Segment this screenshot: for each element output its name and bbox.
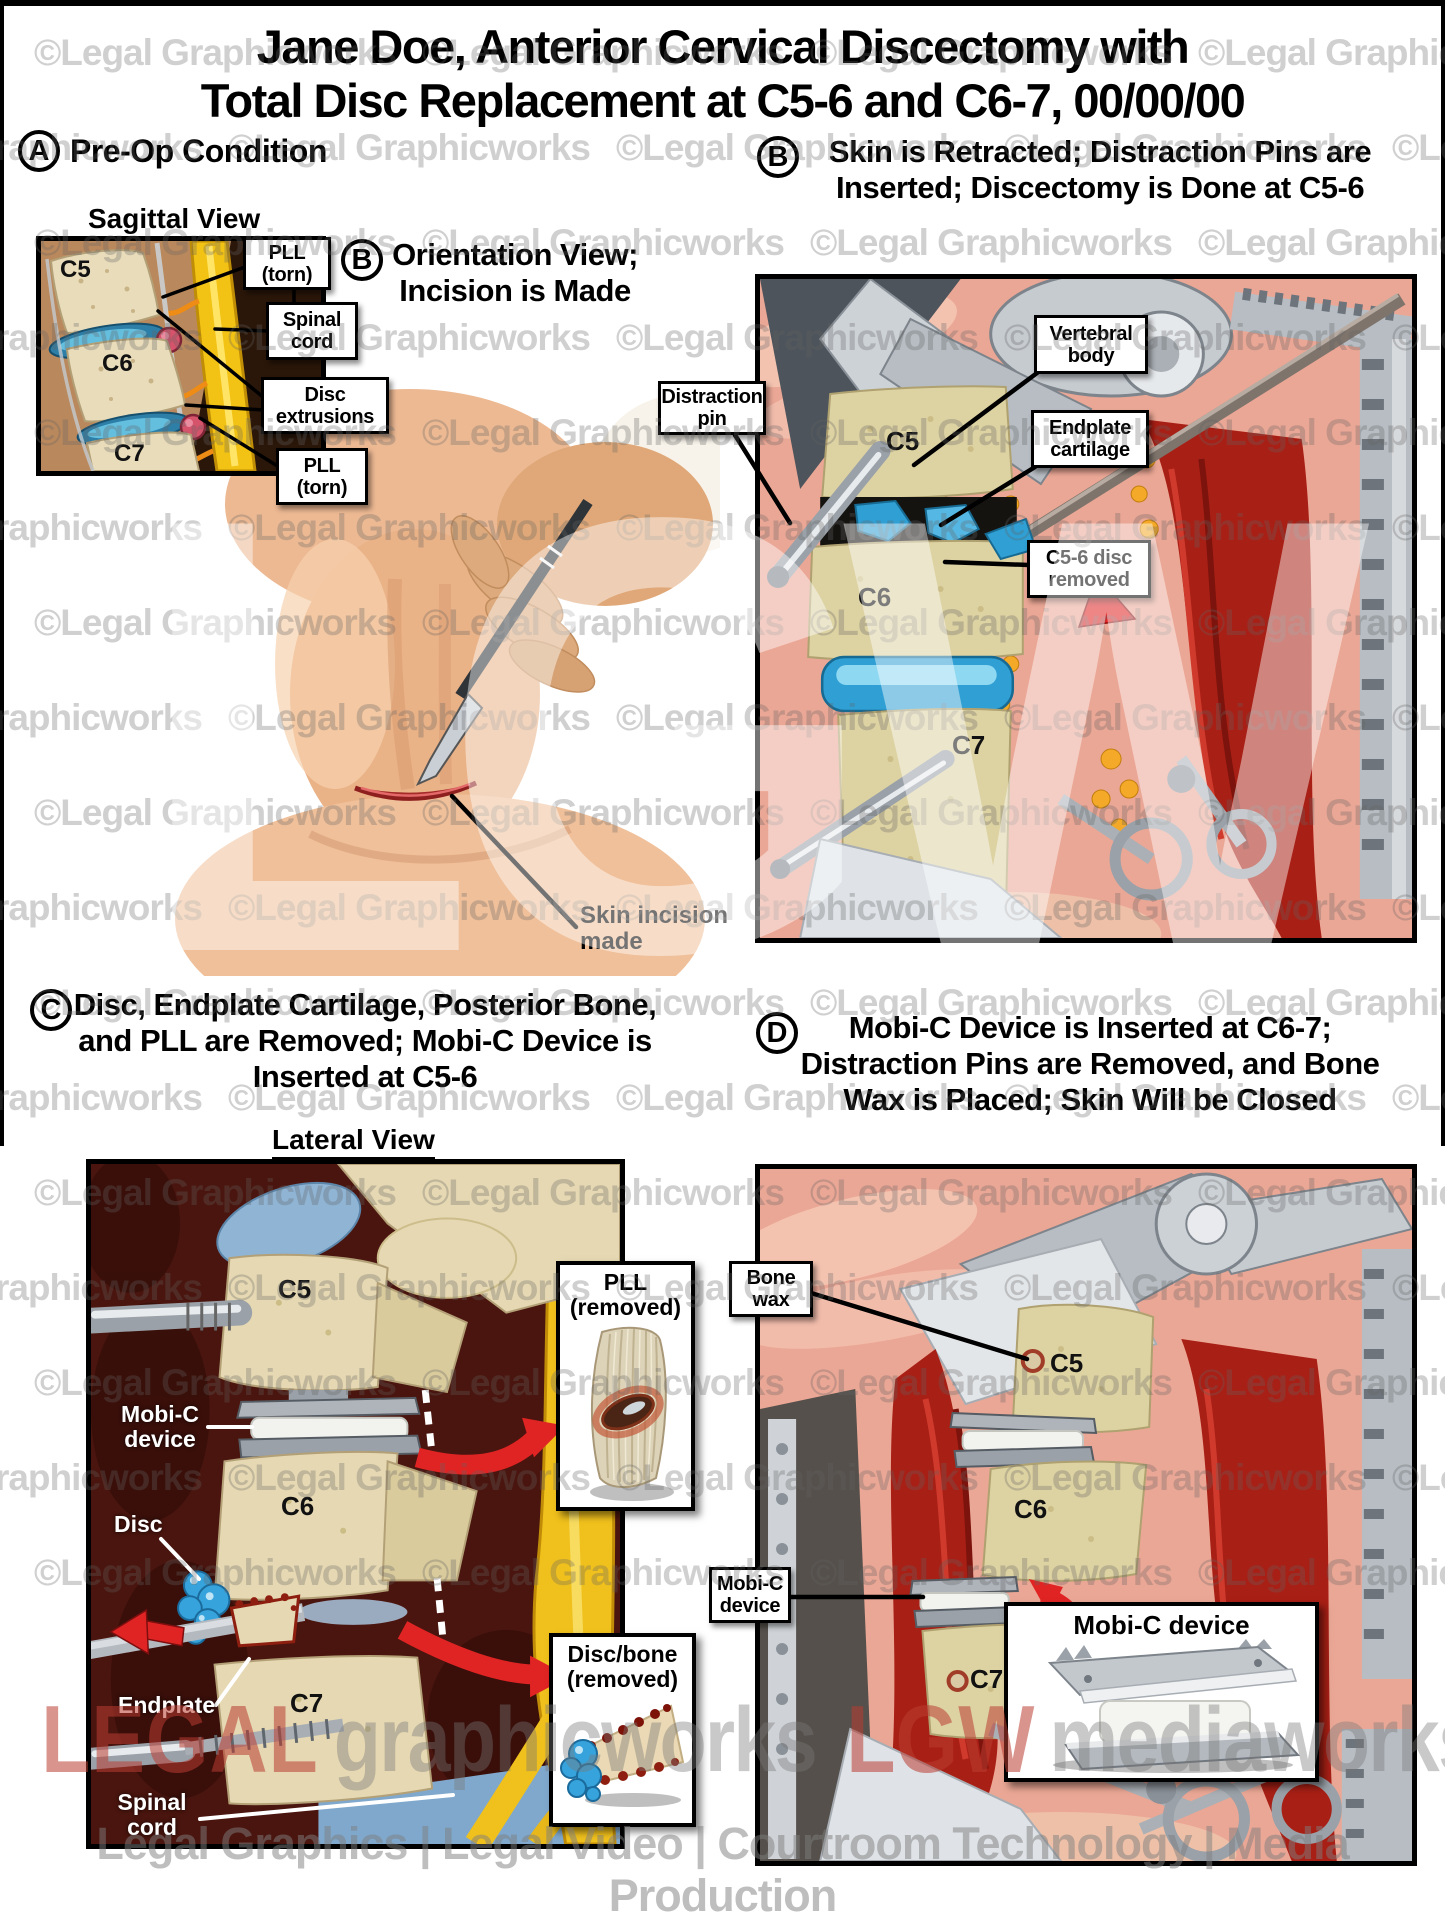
panel-c-c5-label: C5 bbox=[278, 1274, 312, 1304]
label-spinal-cord: Spinal cord bbox=[266, 302, 358, 360]
panel-d-c6-label: C6 bbox=[1014, 1494, 1048, 1524]
panel-a-heading: Pre-Op Condition bbox=[70, 132, 327, 169]
mobic-implant-drawing bbox=[1047, 1639, 1301, 1774]
panel-c-view-label: Lateral View bbox=[272, 1124, 435, 1160]
label-vertebral-body: Vertebral body bbox=[1034, 315, 1148, 374]
panel-b-c6-label: C6 bbox=[858, 582, 892, 612]
label-bone-wax: Bone wax bbox=[729, 1261, 813, 1317]
inset-pll-removed: PLL (removed) bbox=[556, 1261, 695, 1511]
label-c56-disc-removed: C5-6 disc removed bbox=[1027, 540, 1151, 598]
label-endplate: Endplate bbox=[118, 1692, 216, 1718]
panel-b-letter-badge: B bbox=[757, 136, 799, 178]
disc-bone-fragment-drawing bbox=[560, 1703, 685, 1807]
panel-c-letter-badge: C bbox=[30, 989, 72, 1031]
label-spinal-cord-c: Spinal cord bbox=[117, 1789, 187, 1840]
panel-c-c6-label: C6 bbox=[281, 1491, 315, 1521]
label-mobic-device-d: Mobi-C device bbox=[709, 1567, 791, 1623]
panel-c-lateral-illustration bbox=[86, 1159, 625, 1849]
page-border-right bbox=[1441, 6, 1445, 1146]
watermark-text: ©Legal Graphicworks bbox=[810, 222, 1173, 263]
page-title: Jane Doe, Anterior Cervical Discectomy w… bbox=[200, 20, 1246, 127]
inset-disc-bone-removed: Disc/bone (removed) bbox=[549, 1633, 696, 1827]
label-endplate-cartilage: Endplate cartilage bbox=[1031, 410, 1149, 468]
panel-a-view-label: Sagittal View bbox=[88, 203, 261, 239]
panel-a-letter-badge: A bbox=[18, 130, 60, 172]
inset-disc-bone-removed-title: Disc/bone (removed) bbox=[566, 1641, 679, 1692]
pll-ligament-drawing bbox=[590, 1326, 674, 1501]
panel-c-heading: Disc, Endplate Cartilage, Posterior Bone… bbox=[73, 987, 657, 1094]
panel-b-heading: Skin is Retracted; Distraction Pins are … bbox=[828, 134, 1372, 205]
panel-b-surgical-illustration bbox=[755, 274, 1417, 943]
label-mobic-device-c: Mobi-C device bbox=[121, 1401, 199, 1452]
lateral-spine-drawing bbox=[91, 1164, 620, 1844]
discectomy-drawing bbox=[760, 279, 1412, 938]
page-border-left bbox=[0, 6, 4, 1146]
panel-d-heading: Mobi-C Device is Inserted at C6-7; Distr… bbox=[800, 1010, 1380, 1117]
panel-b-c7-label: C7 bbox=[952, 730, 986, 760]
panel-a-c5-label: C5 bbox=[60, 256, 91, 283]
label-pll-torn-bottom: PLL (torn) bbox=[276, 448, 368, 505]
panel-b-orientation-heading: Orientation View; Incision is Made bbox=[392, 237, 638, 308]
label-skin-incision-made: Skin incision made bbox=[580, 902, 729, 956]
panel-d-c5-label: C5 bbox=[1050, 1348, 1084, 1378]
panel-a-c6-label: C6 bbox=[102, 350, 133, 377]
label-disc: Disc bbox=[114, 1511, 163, 1537]
label-disc-extrusions: Disc extrusions bbox=[261, 377, 389, 434]
inset-pll-removed-title: PLL (removed) bbox=[569, 1269, 682, 1320]
panel-a-c7-label: C7 bbox=[114, 440, 145, 467]
inset-mobic-device-title: Mobi-C device bbox=[1073, 1610, 1250, 1640]
label-pll-torn-top: PLL (torn) bbox=[243, 237, 331, 290]
panel-d-letter-badge: D bbox=[756, 1012, 798, 1054]
panel-b-c5-label: C5 bbox=[886, 426, 920, 456]
panel-d-c7-label: C7 bbox=[970, 1664, 1004, 1694]
panel-b-orientation-letter-badge: B bbox=[341, 239, 383, 281]
panel-c-c7-label: C7 bbox=[290, 1688, 324, 1718]
inset-mobic-device: Mobi-C device bbox=[1004, 1602, 1319, 1782]
watermark-text: ©Legal Graphicworks bbox=[1198, 222, 1445, 263]
label-distraction-pin: Distraction pin bbox=[658, 381, 766, 435]
